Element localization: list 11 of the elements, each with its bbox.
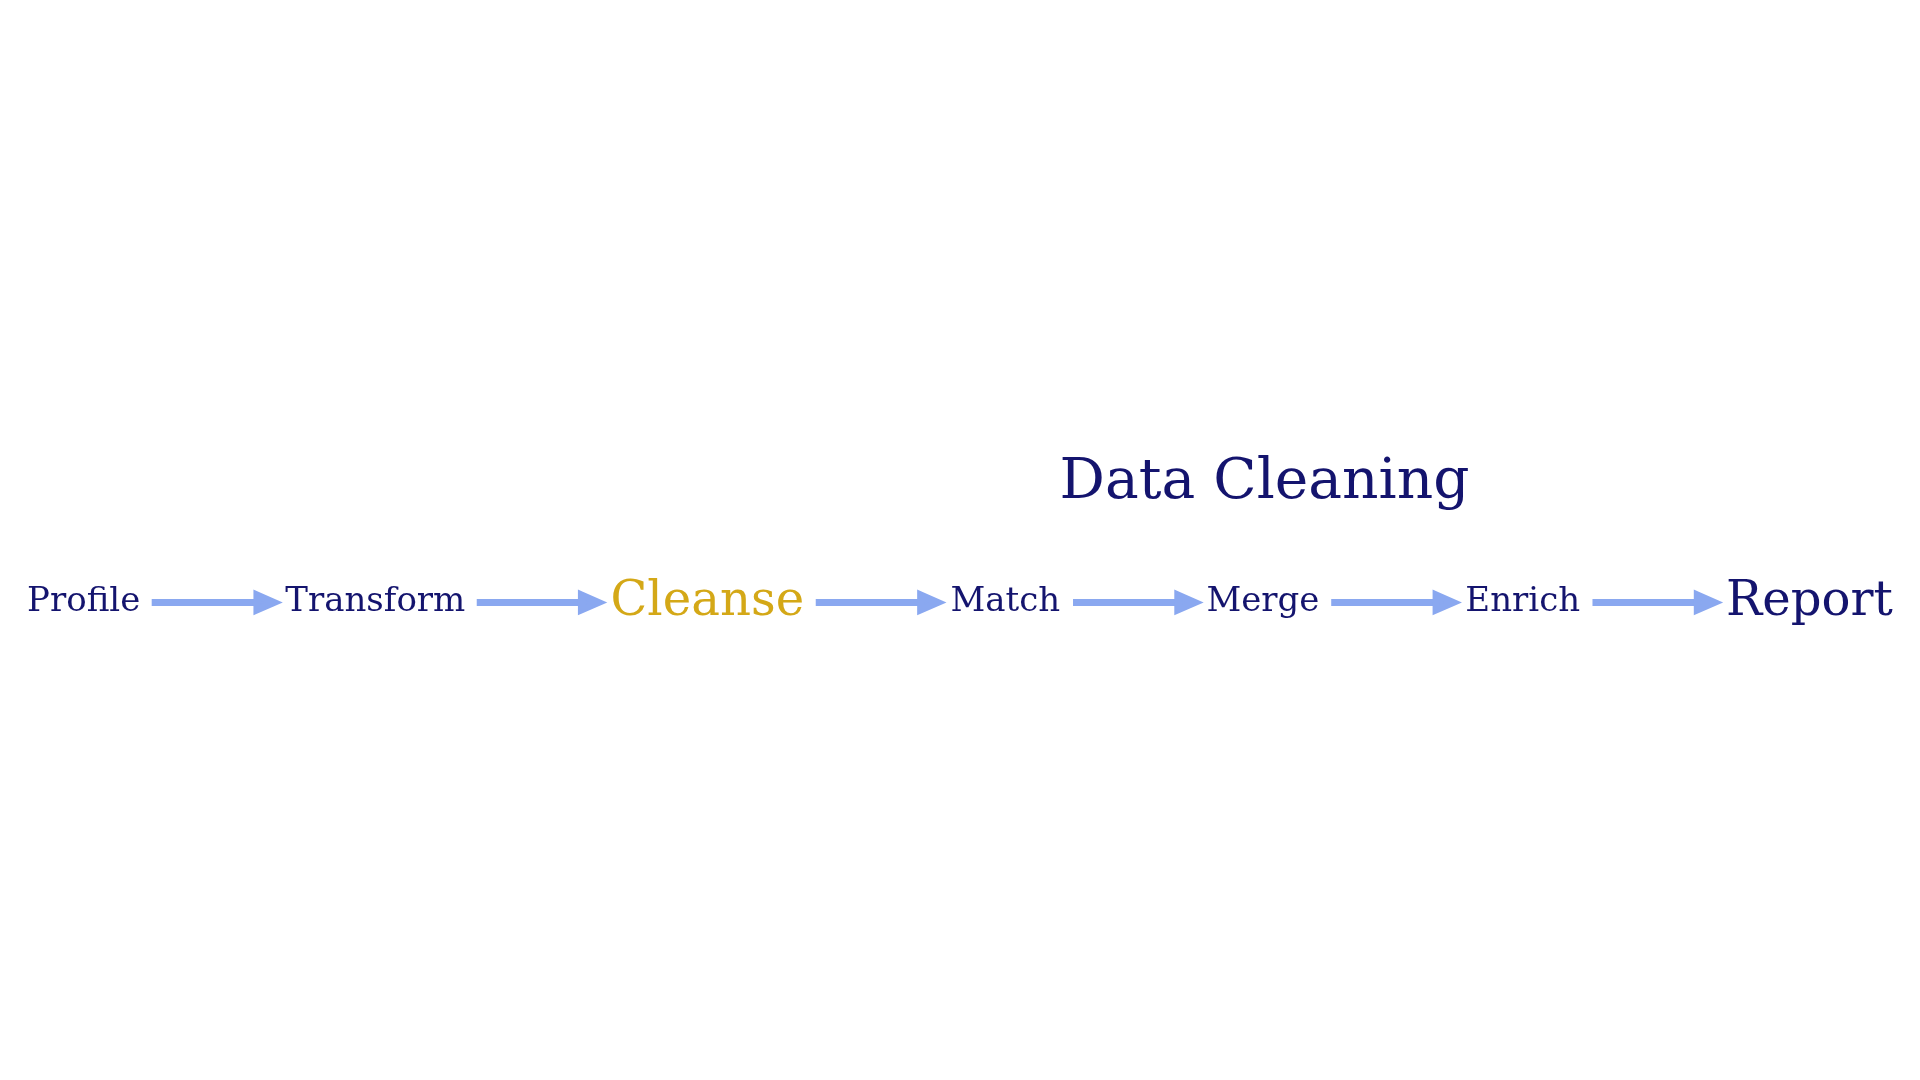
label: Data Cleaning [1059,444,1470,511]
node-text: Profile [27,578,141,619]
node-text: Match [950,578,1061,619]
arrow [476,589,608,615]
node-text: Merge [1206,578,1320,619]
node-text: Report [1725,569,1893,626]
node-text: Transform [285,578,466,619]
node-text: Enrich [1465,578,1581,619]
arrow [151,589,283,615]
node-text: Cleanse [610,569,805,626]
arrow [815,589,947,615]
